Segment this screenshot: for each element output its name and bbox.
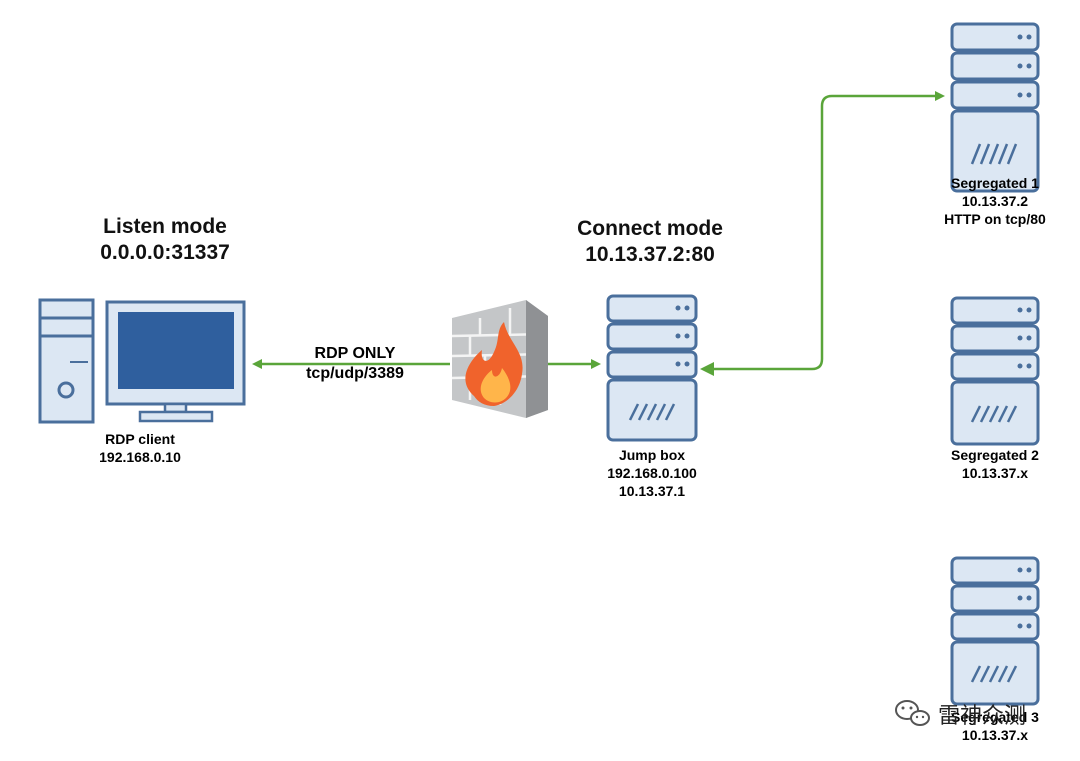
segregated2-label: Segregated 2 10.13.37.x xyxy=(915,446,1075,482)
rdp-port-text: tcp/udp/3389 xyxy=(306,365,404,382)
jumpbox-ip1: 192.168.0.100 xyxy=(607,465,697,481)
listen-mode-title: Listen mode xyxy=(103,215,227,238)
segregated3-ip: 10.13.37.x xyxy=(961,727,1029,743)
segregated3-server xyxy=(950,556,1040,706)
arrowhead-at-jumpbox xyxy=(700,362,714,376)
segregated1-name: Segregated 1 xyxy=(951,175,1039,191)
rdp-link-label: RDP ONLY tcp/udp/3389 xyxy=(270,344,440,384)
rdp-only-text: RDP ONLY xyxy=(314,345,396,362)
segregated2-name: Segregated 2 xyxy=(951,447,1039,463)
jumpbox-server xyxy=(606,294,698,442)
watermark-text: 雷神众测 xyxy=(938,703,1027,728)
connect-mode-address: 10.13.37.2:80 xyxy=(585,243,715,266)
segregated1-service: HTTP on tcp/80 xyxy=(944,211,1046,227)
segregated2-server xyxy=(950,296,1040,446)
connection-lines xyxy=(252,91,945,376)
connect-mode-title: Connect mode xyxy=(577,217,723,240)
firewall-icon xyxy=(451,300,549,418)
segregated1-server xyxy=(950,22,1040,193)
monitor-base xyxy=(138,410,214,423)
connect-mode-label: Connect mode 10.13.37.2:80 xyxy=(540,216,760,268)
monitor-screen xyxy=(118,312,234,389)
listen-mode-label: Listen mode 0.0.0.0:31337 xyxy=(60,214,270,266)
segregated3-name: Segregated 3 xyxy=(951,709,1039,725)
arrow-jumpbox-segregated1 xyxy=(710,91,945,371)
rdp-client-computer xyxy=(38,298,246,424)
jumpbox-ip2: 10.13.37.1 xyxy=(618,483,686,499)
listen-mode-address: 0.0.0.0:31337 xyxy=(100,241,230,264)
segregated1-ip: 10.13.37.2 xyxy=(961,193,1029,209)
segregated3-label: Segregated 3 10.13.37.x xyxy=(915,708,1075,744)
rdp-client-label: RDP client 192.168.0.10 xyxy=(60,430,220,466)
jumpbox-name: Jump box xyxy=(618,447,686,463)
pc-power-button xyxy=(57,381,75,399)
segregated2-ip: 10.13.37.x xyxy=(961,465,1029,481)
wechat-watermark-icon xyxy=(895,700,930,726)
jumpbox-label: Jump box 192.168.0.100 10.13.37.1 xyxy=(572,446,732,500)
rdp-client-ip: 192.168.0.10 xyxy=(99,449,181,465)
rdp-client-name: RDP client xyxy=(105,431,175,447)
segregated1-label: Segregated 1 10.13.37.2 HTTP on tcp/80 xyxy=(915,174,1075,228)
